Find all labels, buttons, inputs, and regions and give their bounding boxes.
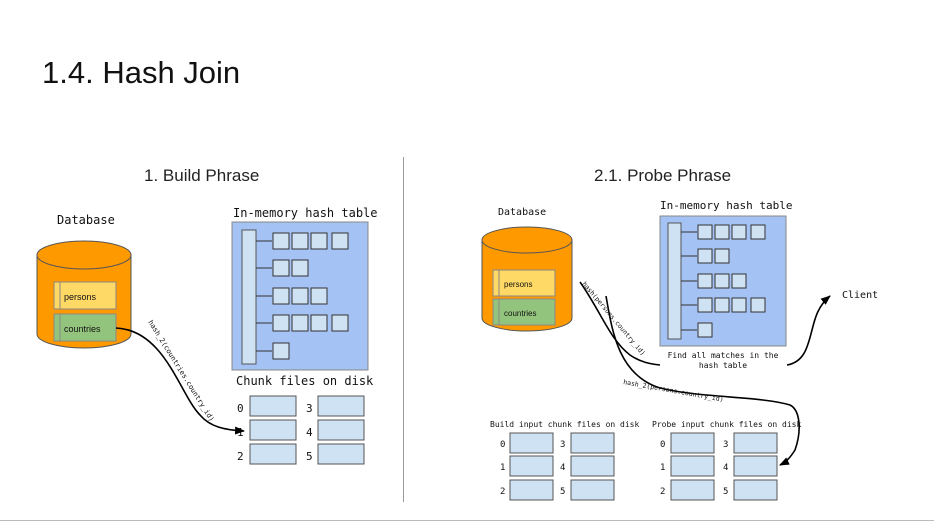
build-chunk-files: 0 1 2 3 4 5 [237,395,365,465]
probe-countries-table: countries [492,298,556,326]
probe-input-chunk-files: 0 1 2 3 4 5 [660,432,778,501]
chunk-number: 0 [237,402,244,415]
build-phase-heading: 1. Build Phrase [144,166,260,185]
chunk-number: 2 [660,487,665,497]
chunk-number: 1 [660,463,665,473]
footer-divider [0,520,934,521]
build-countries-table: countries [53,313,117,342]
chunk-number: 3 [723,440,728,450]
build-chunk-files-label: Chunk files on disk [236,374,374,388]
build-hash-table [231,221,369,371]
probe-hash-table: Find all matches in the hash table [659,215,787,370]
probe-phase-heading: 2.1. Probe Phrase [594,166,732,185]
chunk-number: 3 [306,402,313,415]
probe-persons-label: persons [504,280,532,289]
probe-hash-function-label: hash(persons.country_id) [580,280,647,357]
match-text-line2: hash table [699,361,747,370]
chunk-number: 1 [237,426,244,439]
probe-database-label: Database [498,207,547,218]
chunk-number: 0 [660,440,665,450]
match-text-line1: Find all matches in the [668,351,779,360]
chunk-number: 4 [723,463,728,473]
chunk-number: 4 [306,426,313,439]
build-database-label: Database [57,213,115,227]
client-label: Client [842,290,879,301]
build-hash-table-label: In-memory hash table [233,206,378,220]
page-title: 1.4. Hash Join [42,55,241,90]
probe-hash-curve [579,281,661,366]
probe-chunks-label: Probe input chunk files on disk [652,420,802,429]
chunk-number: 2 [500,487,505,497]
chunk-number: 4 [560,463,565,473]
build-chunks-label: Build input chunk files on disk [490,420,640,429]
probe-build-chunk-files: 0 1 2 3 4 5 [500,432,615,501]
probe-persons-table: persons [492,269,556,297]
chunk-number: 5 [306,450,313,463]
probe-hash2-arrow [605,295,800,466]
chunk-number: 5 [560,487,565,497]
build-hash-arrow [115,327,245,435]
probe-countries-label: countries [504,309,536,318]
chunk-number: 3 [560,440,565,450]
probe-hash2-function-label: hash_2(persons.country_id) [623,378,725,404]
chunk-number: 0 [500,440,505,450]
build-persons-table: persons [53,281,117,310]
client-arrow [786,295,831,366]
section-divider [403,157,404,502]
probe-hash-table-label: In-memory hash table [660,199,793,212]
chunk-number: 1 [500,463,505,473]
build-countries-label: countries [64,324,101,334]
build-persons-label: persons [64,292,97,302]
chunk-number: 2 [237,450,244,463]
chunk-number: 5 [723,487,728,497]
build-hash-function-label: hash_2(countries.country_id) [146,319,215,423]
